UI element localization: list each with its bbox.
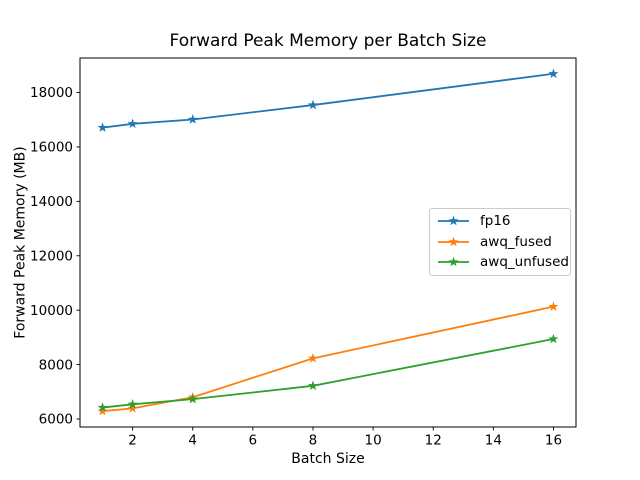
x-tick-label: 10 [364, 433, 381, 449]
data-point-fp16-x1 [97, 122, 108, 132]
y-tick-label: 14000 [30, 194, 73, 210]
x-tick-label: 4 [188, 433, 197, 449]
data-point-fp16-x2 [127, 118, 138, 129]
data-point-awq_fused-x16 [548, 301, 559, 311]
data-point-awq_unfused-x1 [97, 402, 108, 412]
y-tick-label: 6000 [39, 412, 73, 428]
x-tick-label: 16 [545, 433, 562, 449]
legend-label-awq_fused: awq_fused [480, 233, 552, 250]
data-point-awq_unfused-x4 [187, 393, 198, 404]
chart-title: Forward Peak Memory per Batch Size [169, 31, 487, 51]
legend-line-sample-fp16 [438, 215, 469, 226]
x-tick-label: 6 [249, 433, 258, 449]
legend-item-awq_fused: awq_fused [436, 232, 570, 253]
legend-item-awq_unfused: awq_unfused [436, 252, 570, 273]
legend-sample-star-icon [448, 257, 459, 267]
series-fp16 [97, 68, 559, 132]
series-awq_fused [97, 301, 559, 416]
series-line-awq_unfused [102, 338, 554, 409]
x-tick-label: 12 [425, 433, 442, 449]
series-line-awq_fused [102, 305, 554, 413]
legend-line-sample-awq_fused [438, 236, 469, 247]
x-axis-label: Batch Size [291, 451, 365, 467]
legend-sample-star-icon [448, 215, 459, 226]
data-point-awq_fused-x1 [97, 405, 108, 416]
data-point-awq_fused-x2 [127, 403, 138, 413]
data-point-fp16-x4 [187, 114, 198, 124]
y-tick-label: 16000 [30, 140, 73, 156]
y-tick-label: 8000 [39, 357, 73, 373]
y-tick-label: 18000 [30, 85, 73, 101]
legend-label-awq_unfused: awq_unfused [480, 254, 569, 271]
data-point-awq_fused-x8 [307, 353, 319, 363]
x-tick-label: 8 [309, 433, 318, 449]
data-point-fp16-x16 [548, 68, 559, 79]
legend-item-fp16: fp16 [436, 211, 570, 232]
series-awq_unfused [97, 333, 559, 412]
legend: fp16 awq_fused awq_unfused [429, 208, 571, 276]
data-point-awq_unfused-x8 [307, 380, 319, 391]
legend-label-fp16: fp16 [480, 213, 511, 230]
data-point-fp16-x8 [307, 99, 319, 110]
x-tick-label: 14 [485, 433, 502, 449]
y-tick-label: 12000 [30, 248, 73, 264]
series-line-fp16 [102, 72, 554, 129]
axes-frame [79, 57, 577, 428]
data-point-awq_unfused-x16 [548, 333, 559, 344]
legend-sample-star-icon [448, 236, 459, 247]
data-point-awq_unfused-x2 [127, 399, 138, 409]
x-tick-label: 2 [128, 433, 137, 449]
legend-line-sample-awq_unfused [438, 257, 469, 267]
y-tick-label: 10000 [30, 303, 73, 319]
